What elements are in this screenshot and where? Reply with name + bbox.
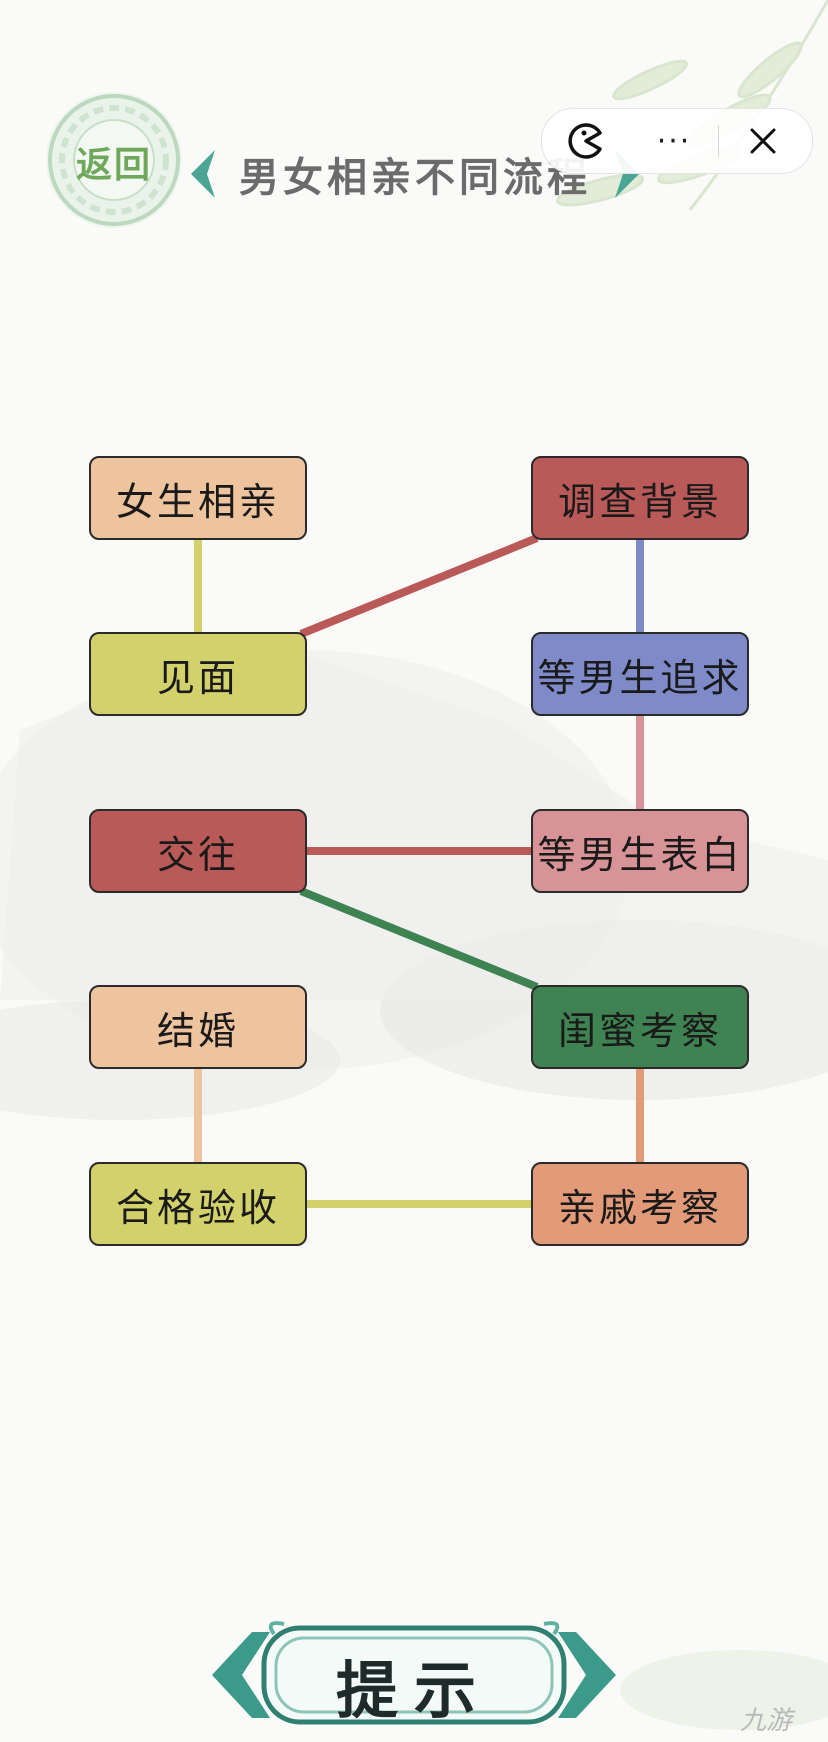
node-等男生表白[interactable]: 等男生表白: [531, 809, 749, 893]
node-合格验收[interactable]: 合格验收: [89, 1162, 307, 1246]
connection-line-2: [299, 534, 539, 638]
node-结婚[interactable]: 结婚: [89, 985, 307, 1069]
mini-program-capsule: ···: [541, 108, 813, 174]
hint-button[interactable]: 提示: [212, 1620, 616, 1730]
node-见面[interactable]: 见面: [89, 632, 307, 716]
node-女生相亲[interactable]: 女生相亲: [89, 456, 307, 540]
connection-line-6: [299, 887, 539, 991]
pacman-icon: [568, 123, 602, 159]
node-调查背景[interactable]: 调查背景: [531, 456, 749, 540]
node-闺蜜考察[interactable]: 闺蜜考察: [531, 985, 749, 1069]
more-icon: ···: [656, 123, 692, 159]
more-button[interactable]: ···: [630, 109, 718, 173]
hint-frame-icon: [212, 1621, 616, 1725]
node-交往[interactable]: 交往: [89, 809, 307, 893]
back-button[interactable]: 返回: [46, 92, 182, 228]
level-title: 男女相亲不同流程: [191, 138, 639, 210]
ornament-ring-icon: [48, 94, 180, 226]
pacman-button[interactable]: [542, 109, 630, 173]
hint-label: 提示: [335, 1654, 492, 1727]
left-ornament-icon: [191, 150, 215, 198]
node-亲戚考察[interactable]: 亲戚考察: [531, 1162, 749, 1246]
node-等男生追求[interactable]: 等男生追求: [531, 632, 749, 716]
watermark-text: 九游: [740, 1706, 793, 1736]
back-label: 返回: [75, 144, 152, 186]
capsule-divider: [718, 125, 719, 157]
close-button[interactable]: [719, 109, 807, 173]
title-text: 男女相亲不同流程: [239, 154, 591, 201]
close-icon: [750, 128, 776, 154]
